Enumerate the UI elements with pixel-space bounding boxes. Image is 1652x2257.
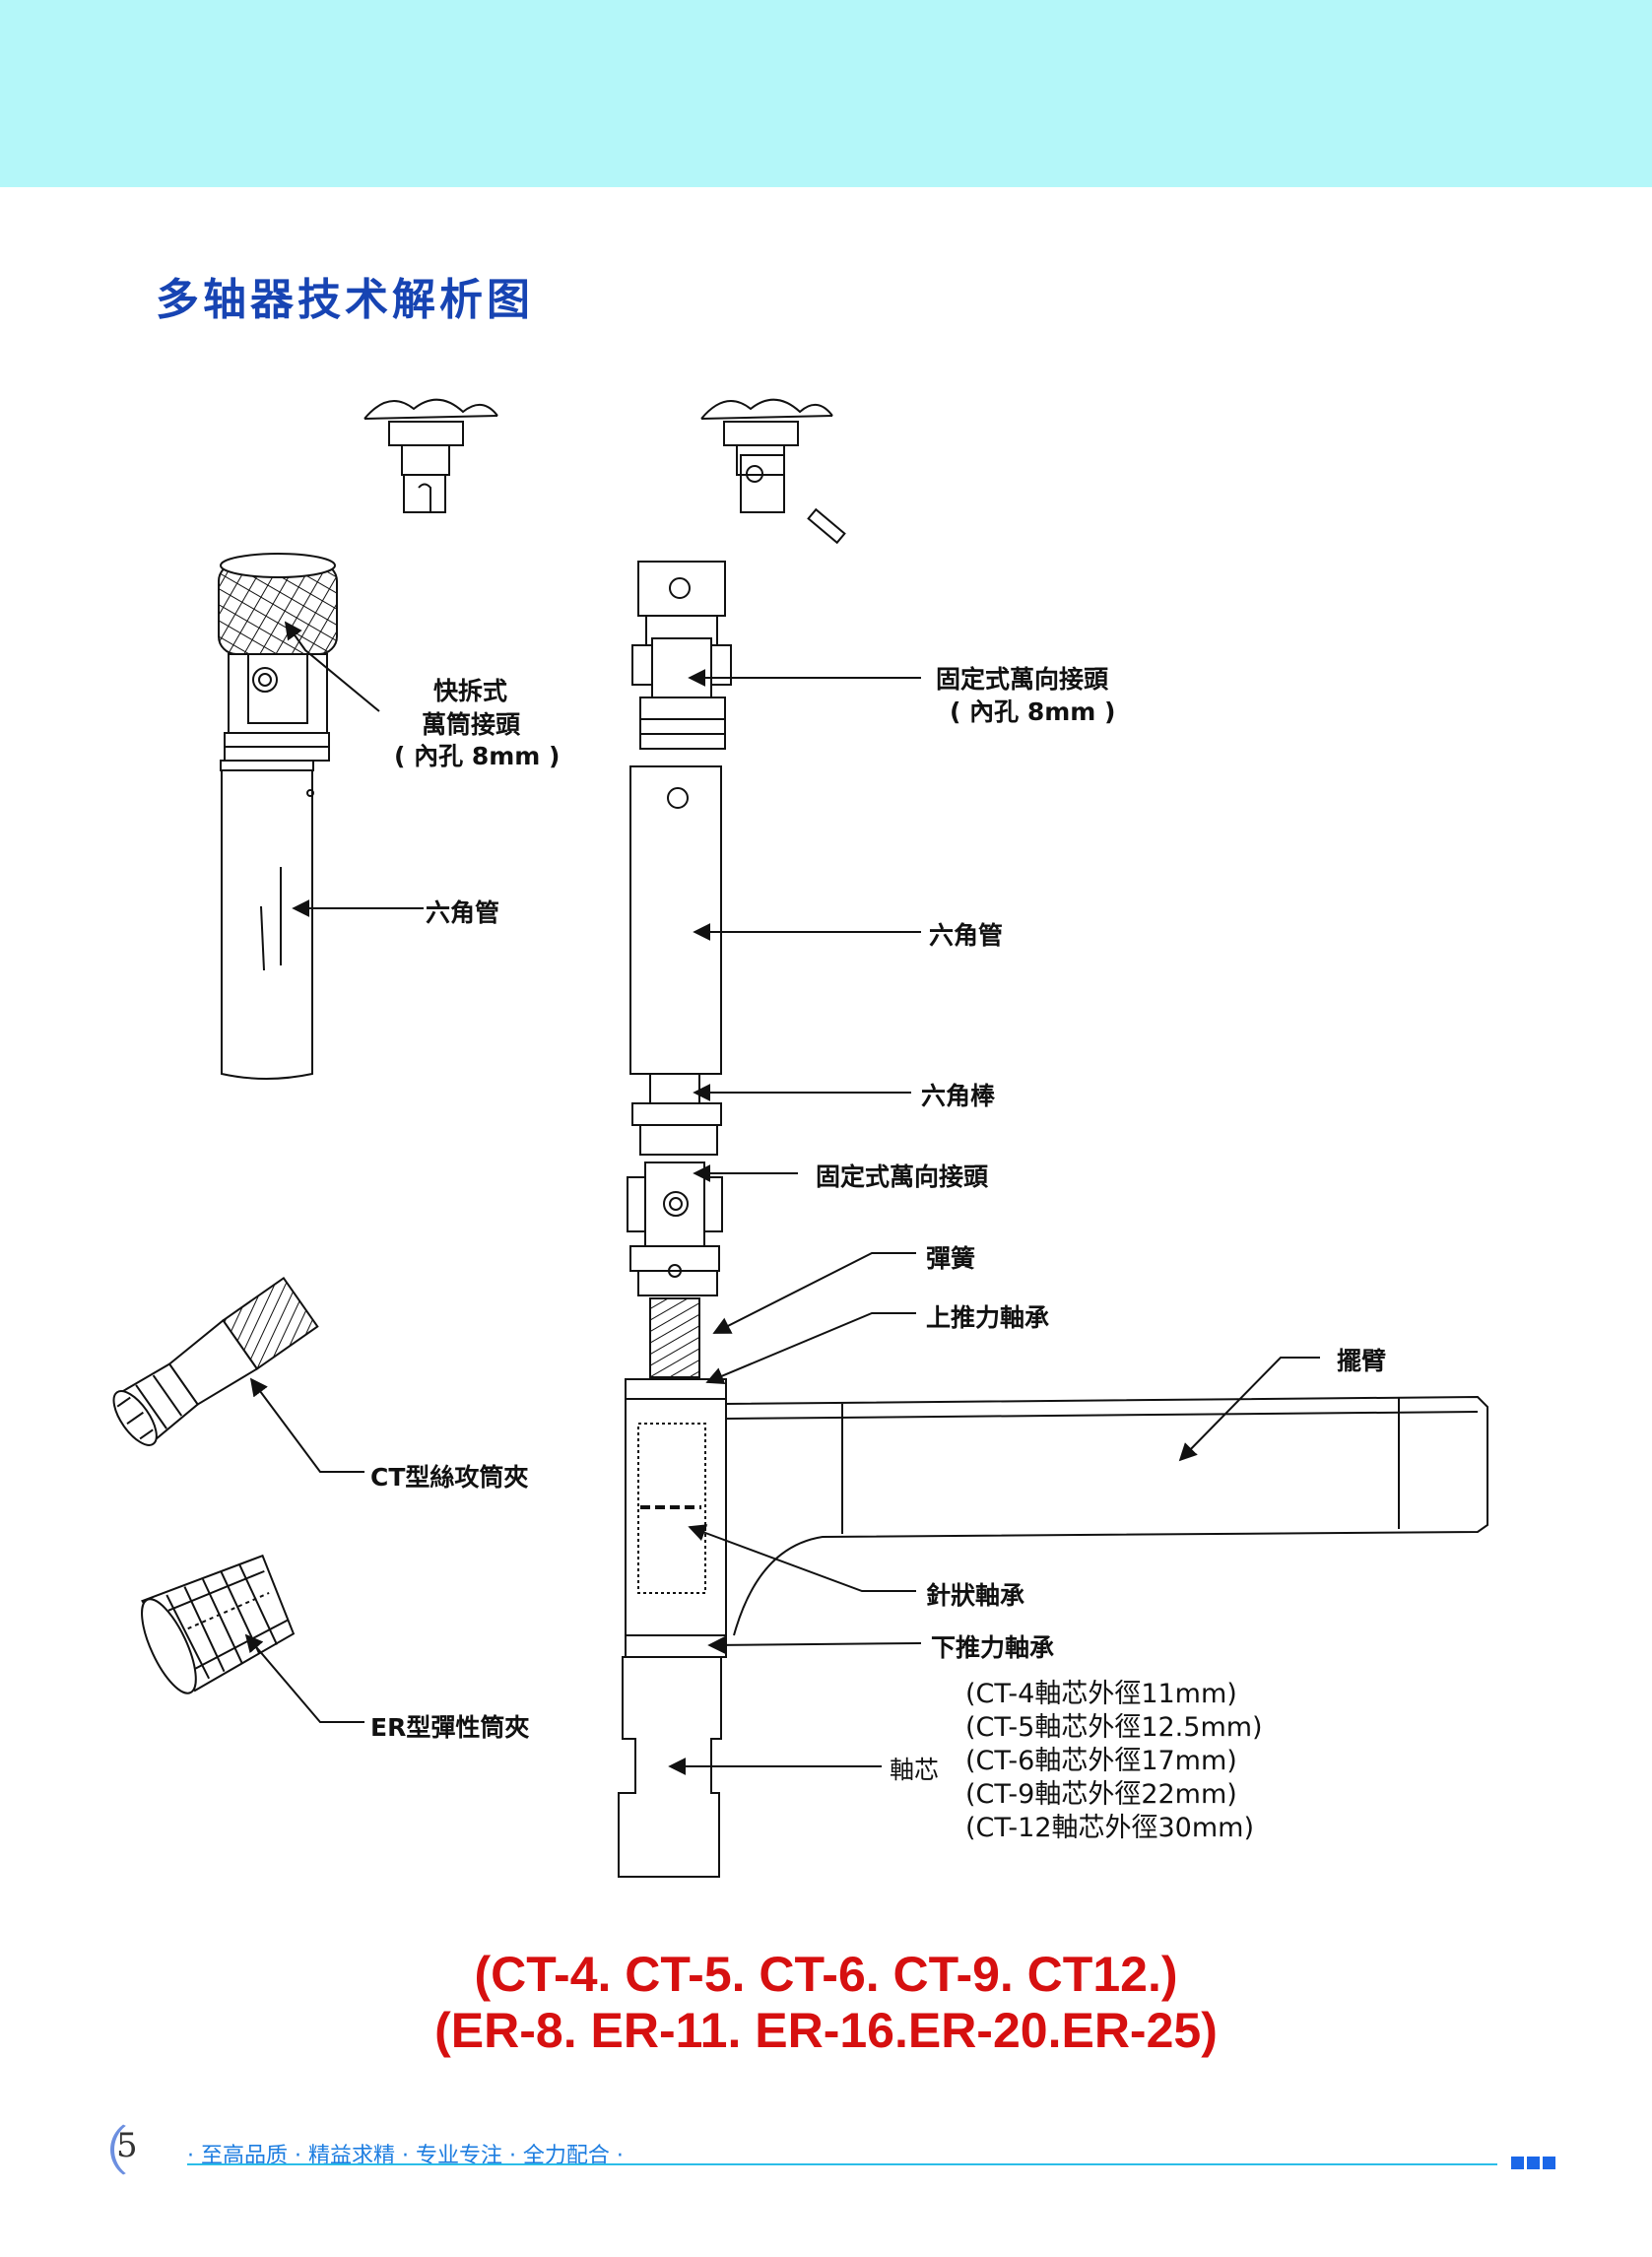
footer-divider (187, 2163, 1497, 2165)
label-quick-release-1: 快拆式 (433, 677, 508, 705)
shaft-spec-list: (CT-4軸芯外徑11mm) (CT-5軸芯外徑12.5mm) (CT-6軸芯外… (965, 1678, 1263, 1845)
er-collet-drawing (141, 1554, 296, 1694)
label-swing-arm: 擺臂 (1337, 1347, 1387, 1375)
top-band (0, 0, 1652, 187)
label-fixed-joint-top-2: ( 內孔 8mm ) (950, 697, 1116, 726)
ct-collet-drawing (112, 1276, 319, 1446)
shaft-spec-item: (CT-5軸芯外徑12.5mm) (965, 1712, 1263, 1743)
label-ct-collet: CT型絲攻筒夾 (370, 1463, 529, 1492)
label-quick-release-2: 萬筒接頭 (422, 710, 521, 739)
top-connector-left (363, 398, 498, 513)
top-connector-right (700, 398, 846, 545)
label-fixed-joint-top-1: 固定式萬向接頭 (936, 665, 1109, 694)
label-shaft-core: 軸芯 (890, 1756, 940, 1784)
shaft-spec-item: (CT-6軸芯外徑17mm) (965, 1746, 1237, 1776)
page-title: 多轴器技术解析图 (156, 275, 534, 325)
label-hex-tube-left: 六角管 (426, 898, 500, 927)
page-number: 5 (116, 2126, 138, 2165)
models-ct-line: (CT-4. CT-5. CT-6. CT-9. CT12.) (474, 1947, 1178, 2002)
page-number-ring (110, 2118, 175, 2181)
shaft-spec-item: (CT-4軸芯外徑11mm) (965, 1679, 1237, 1709)
label-spring: 彈簧 (926, 1244, 976, 1273)
footer-squares (1511, 2155, 1558, 2173)
label-er-collet: ER型彈性筒夾 (370, 1713, 530, 1742)
shaft-spec-item: (CT-12軸芯外徑30mm) (965, 1813, 1254, 1843)
label-quick-release-3: ( 內孔 8mm ) (394, 742, 561, 770)
label-fixed-joint-mid: 固定式萬向接頭 (816, 1162, 989, 1191)
models-er-line: (ER-8. ER-11. ER-16.ER-20.ER-25) (434, 2003, 1218, 2058)
label-lower-thrust-bearing: 下推力軸承 (931, 1633, 1055, 1662)
label-hex-bar: 六角棒 (921, 1082, 996, 1110)
label-hex-tube-right: 六角管 (929, 921, 1004, 950)
label-upper-thrust-bearing: 上推力軸承 (926, 1303, 1050, 1332)
quick-release-assembly (218, 553, 338, 1080)
label-needle-bearing: 針狀軸承 (926, 1581, 1025, 1610)
shaft-spec-item: (CT-9軸芯外徑22mm) (965, 1779, 1237, 1810)
